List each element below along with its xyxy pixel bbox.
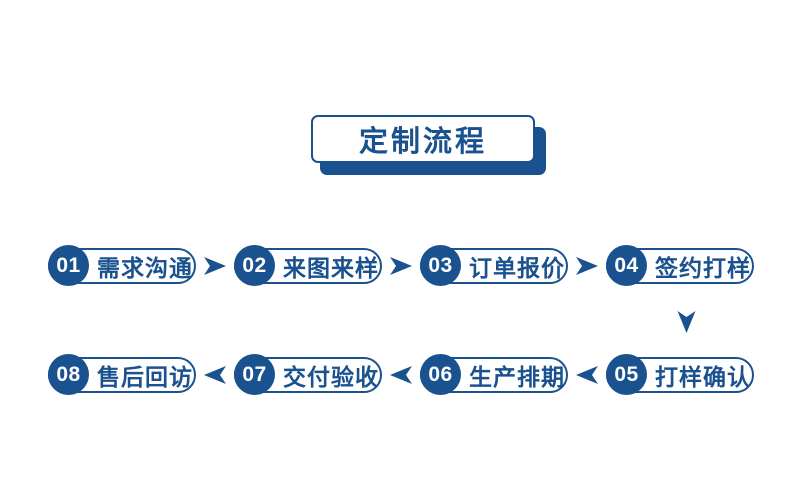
step-label: 来图来样 — [283, 255, 379, 281]
title-box: 定制流程 — [311, 115, 535, 163]
step-label: 售后回访 — [97, 364, 193, 390]
step-number-badge: 02 — [234, 245, 275, 286]
step-number-badge: 03 — [420, 245, 461, 286]
arrow-right-icon — [196, 257, 234, 275]
step-pill-04: 04 签约打样 — [606, 245, 754, 286]
step-label: 打样确认 — [655, 364, 751, 390]
step-pill-01: 01 需求沟通 — [48, 245, 196, 286]
step-number-badge: 06 — [420, 354, 461, 395]
flow-row-bottom: 08 售后回访 07 交付验收 06 生产排期 05 打样确认 — [48, 354, 754, 395]
step-number-badge: 01 — [48, 245, 89, 286]
step-number-badge: 04 — [606, 245, 647, 286]
step-number-badge: 07 — [234, 354, 275, 395]
step-pill-05: 05 打样确认 — [606, 354, 754, 395]
step-pill-02: 02 来图来样 — [234, 245, 382, 286]
step-pill-06: 06 生产排期 — [420, 354, 568, 395]
flow-row-top: 01 需求沟通 02 来图来样 03 订单报价 04 签约打样 — [48, 245, 754, 286]
step-pill-03: 03 订单报价 — [420, 245, 568, 286]
step-label: 签约打样 — [655, 255, 751, 281]
arrow-down-icon — [677, 311, 696, 333]
step-pill-07: 07 交付验收 — [234, 354, 382, 395]
arrow-left-icon — [196, 366, 234, 384]
step-label: 需求沟通 — [97, 255, 193, 281]
arrow-right-icon — [382, 257, 420, 275]
arrow-right-icon — [568, 257, 606, 275]
step-label: 交付验收 — [283, 364, 379, 390]
step-label: 订单报价 — [469, 255, 565, 281]
step-number-badge: 08 — [48, 354, 89, 395]
page-title: 定制流程 — [358, 126, 487, 158]
step-label: 生产排期 — [469, 364, 565, 390]
step-pill-08: 08 售后回访 — [48, 354, 196, 395]
arrow-left-icon — [568, 366, 606, 384]
title-banner: 定制流程 — [0, 0, 800, 200]
arrow-left-icon — [382, 366, 420, 384]
step-number-badge: 05 — [606, 354, 647, 395]
